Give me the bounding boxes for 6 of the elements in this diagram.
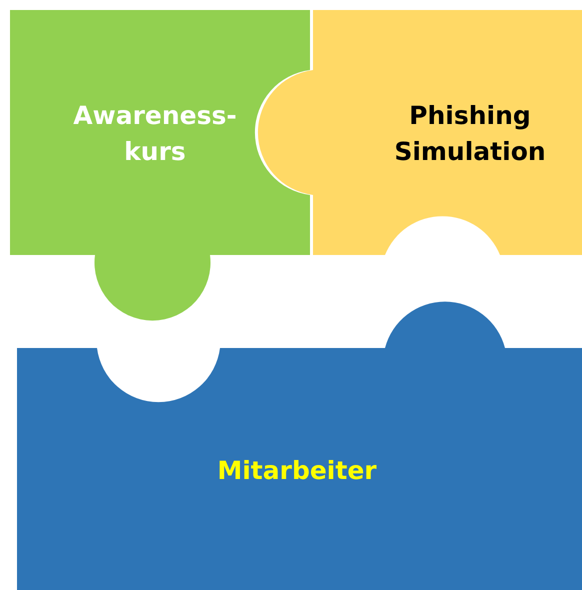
piece-label: Mitarbeiter (217, 455, 377, 487)
puzzle-piece (10, 10, 310, 320)
puzzle-piece (17, 302, 582, 590)
puzzle-piece (258, 10, 582, 255)
piece-label: Awareness-kurs (72, 100, 238, 168)
piece-label: Phishing Simulation (393, 100, 547, 168)
